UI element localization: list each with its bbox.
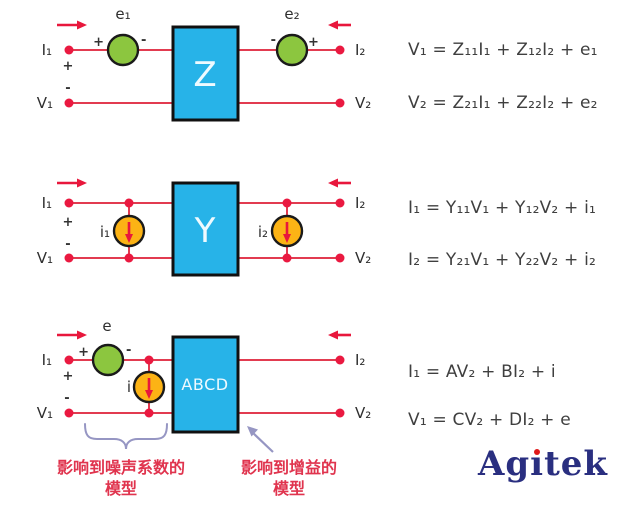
output-direction-arrow	[328, 330, 351, 340]
equation-z-2: V₂ = Z₂₁I₁ + Z₂₂I₂ + e₂	[408, 93, 598, 113]
node-dot	[335, 98, 345, 108]
port-label-v1: V₁	[37, 94, 53, 112]
caption-gain-model: 影响到增益的 模型	[189, 457, 389, 499]
junction-dot	[144, 408, 154, 418]
caption-noise-model-line2: 模型	[104, 479, 137, 498]
y-box-label: Y	[194, 211, 216, 251]
abcd-parameter-box	[171, 335, 240, 434]
logo-i-dot	[534, 449, 541, 455]
current-arrow-head	[145, 390, 153, 399]
input-direction-arrow	[57, 330, 87, 340]
port-label-v1: V₁	[37, 249, 53, 267]
node-dot	[335, 355, 345, 365]
output-direction-arrow	[328, 178, 351, 188]
voltage-noise-source-e	[91, 343, 125, 377]
z-parameter-box	[171, 25, 240, 122]
port-label-i1: I₁	[42, 351, 52, 369]
current-arrow-head	[283, 234, 291, 243]
logo-letter-i: ı	[530, 444, 544, 484]
logo-dotless-i: ı	[530, 444, 545, 484]
noise-model-brace	[84, 423, 168, 450]
port-label-i2: I₂	[355, 41, 365, 59]
caption-gain-model-line2: 模型	[272, 479, 305, 498]
polarity-minus: -	[141, 33, 146, 48]
source-label-i2: i₂	[258, 223, 268, 241]
node-dot	[64, 198, 74, 208]
y-parameter-box	[171, 181, 240, 277]
port-label-i1: I₁	[42, 194, 52, 212]
port-polarity-minus: -	[65, 81, 70, 96]
junction-dot	[282, 253, 292, 263]
equation-abcd-1: I₁ = AV₂ + BI₂ + i	[408, 362, 556, 382]
equation-y-2: I₂ = Y₂₁V₁ + Y₂₂V₂ + i₂	[408, 250, 597, 270]
diagram-z: Z I₁ V₁ I₂ V₂ e₁ e₂ + - - + + -	[37, 5, 371, 122]
junction-dot	[124, 253, 134, 263]
node-dot	[64, 45, 74, 55]
polarity-minus: -	[126, 343, 131, 358]
polarity-plus: +	[93, 35, 104, 50]
output-direction-arrow	[328, 20, 351, 30]
z-box-label: Z	[193, 55, 216, 95]
node-dot	[335, 253, 345, 263]
junction-dot	[124, 198, 134, 208]
port-label-v2: V₂	[355, 249, 371, 267]
abcd-box-label: ABCD	[181, 375, 228, 394]
caption-gain-model-line1: 影响到增益的	[240, 458, 337, 477]
polarity-plus: +	[308, 35, 319, 50]
port-label-i1: I₁	[42, 41, 52, 59]
source-label-e2: e₂	[284, 5, 299, 23]
logo-text-part1: Ag	[478, 444, 531, 484]
junction-dot	[282, 198, 292, 208]
current-arrow-head	[125, 234, 133, 243]
source-label-i1: i₁	[100, 223, 110, 241]
port-label-v1: V₁	[37, 404, 53, 422]
equation-z-1: V₁ = Z₁₁I₁ + Z₁₂I₂ + e₁	[408, 40, 598, 60]
port-label-i2: I₂	[355, 351, 365, 369]
port-polarity-minus: -	[64, 391, 69, 406]
voltage-noise-source-e2	[275, 33, 309, 67]
port-polarity-plus: +	[63, 59, 74, 74]
input-direction-arrow	[57, 20, 87, 30]
port-label-v2: V₂	[355, 94, 371, 112]
node-dot	[64, 355, 74, 365]
equation-y-1: I₁ = Y₁₁V₁ + Y₁₂V₂ + i₁	[408, 198, 597, 218]
input-direction-arrow	[57, 178, 87, 188]
port-polarity-plus: +	[63, 369, 74, 384]
voltage-noise-source-e1	[106, 33, 140, 67]
logo-text-part2: tek	[544, 444, 608, 484]
equation-abcd-2: V₁ = CV₂ + DI₂ + e	[408, 410, 571, 430]
source-label-i: i	[127, 378, 131, 396]
diagram-y: Y I₁ V₁ I₂ V₂ i₁ i₂ + -	[37, 178, 371, 277]
caption-noise-model-line1: 影响到噪声系数的	[56, 458, 185, 477]
gain-model-arrow	[247, 426, 274, 453]
port-label-i2: I₂	[355, 194, 365, 212]
caption-noise-model: 影响到噪声系数的 模型	[21, 457, 221, 499]
source-label-e: e	[102, 317, 111, 335]
node-dot	[64, 408, 74, 418]
port-label-v2: V₂	[355, 404, 371, 422]
source-label-e1: e₁	[115, 5, 130, 23]
port-polarity-minus: -	[65, 237, 70, 252]
polarity-plus: +	[78, 345, 89, 360]
junction-dot	[144, 355, 154, 365]
diagram-abcd: ABCD I₁ V₁ I₂ V₂ e i + - + -	[37, 317, 371, 453]
polarity-minus: -	[271, 33, 276, 48]
node-dot	[64, 98, 74, 108]
node-dot	[64, 253, 74, 263]
node-dot	[335, 45, 345, 55]
port-polarity-plus: +	[63, 215, 74, 230]
node-dot	[335, 198, 345, 208]
node-dot	[335, 408, 345, 418]
